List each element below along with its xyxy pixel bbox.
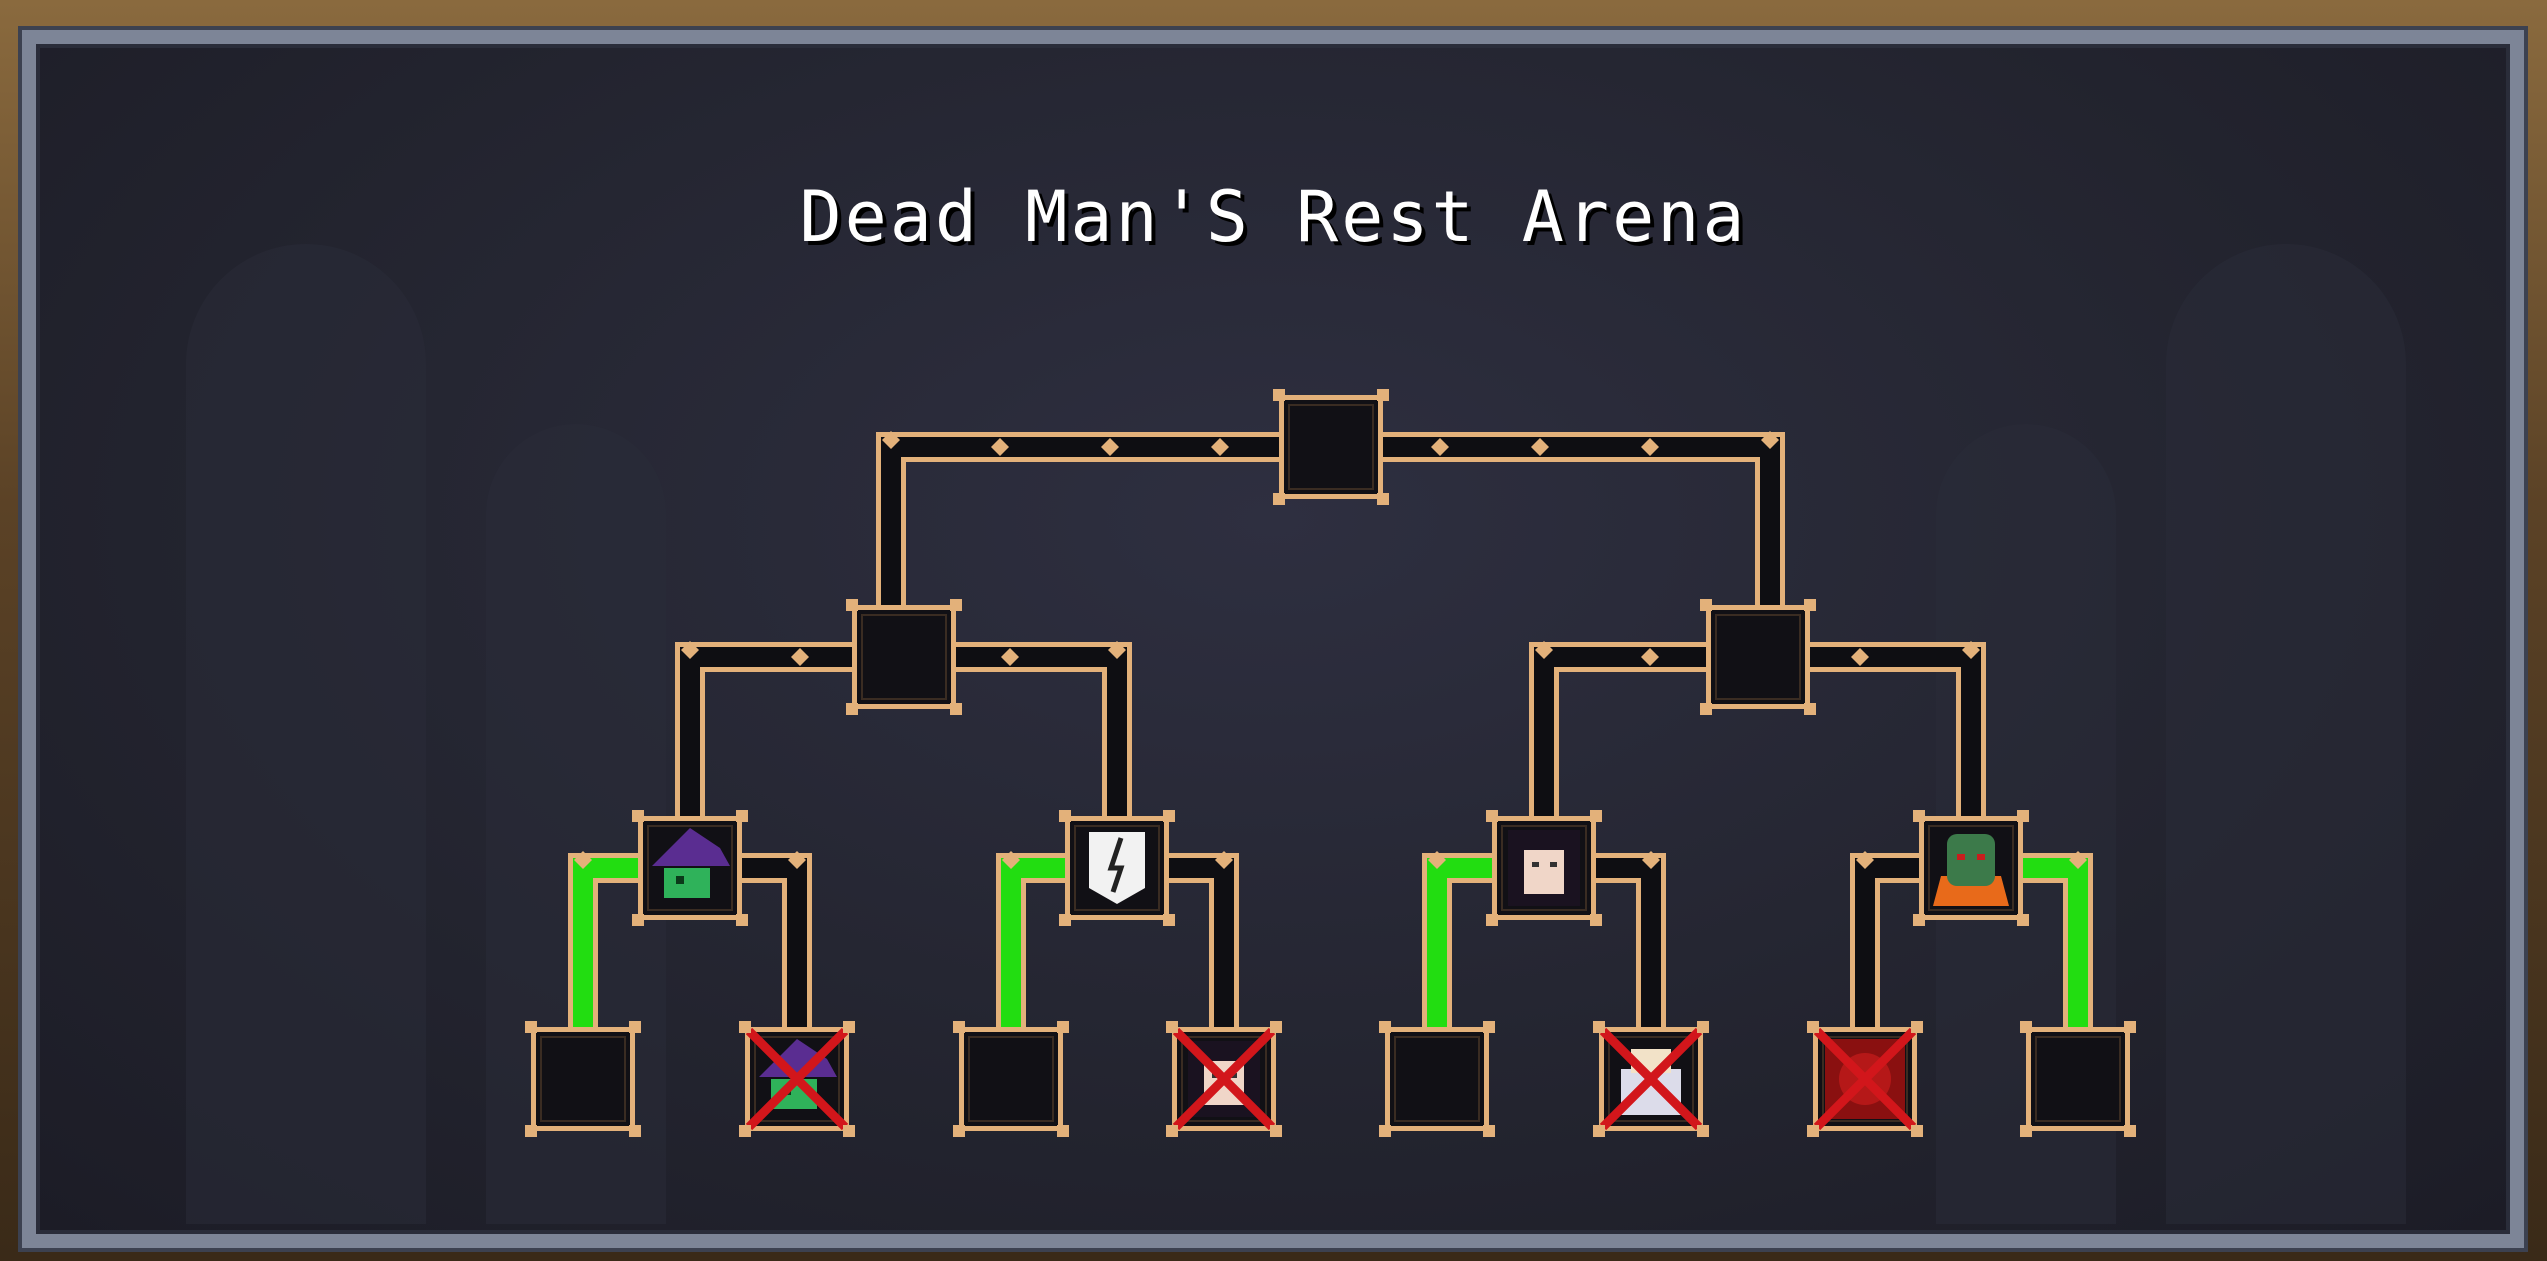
rivet-icon — [1108, 641, 1126, 659]
rivet-icon — [1002, 851, 1020, 869]
quarterfinal-slot[interactable] — [632, 810, 748, 926]
rivet-icon — [1641, 648, 1659, 666]
rivet-icon — [791, 648, 809, 666]
round-of-eight-slot[interactable] — [739, 1021, 855, 1137]
round-of-eight-slot[interactable] — [1166, 1021, 1282, 1137]
arena-title: Dead Man'S Rest Arena — [799, 176, 1748, 258]
eliminated-x-icon — [1172, 1027, 1276, 1131]
rivet-icon — [788, 851, 806, 869]
purple-witch-goblin-icon — [652, 828, 730, 898]
rivet-icon — [882, 431, 900, 449]
rivet-icon — [991, 438, 1009, 456]
dark-haired-girl-icon — [1508, 830, 1580, 906]
round-of-eight-slot[interactable] — [2020, 1021, 2136, 1137]
rivet-icon — [2069, 851, 2087, 869]
rivet-icon — [1642, 851, 1660, 869]
quarterfinal-slot[interactable] — [1059, 810, 1175, 926]
rivet-icon — [1431, 438, 1449, 456]
rivet-icon — [1641, 438, 1659, 456]
rivet-icon — [1962, 641, 1980, 659]
eliminated-x-icon — [745, 1027, 849, 1131]
green-lizard-warrior-icon — [1933, 834, 2009, 906]
eliminated-x-icon — [1599, 1027, 1703, 1131]
final-slot[interactable] — [1273, 389, 1389, 505]
rivet-icon — [1856, 851, 1874, 869]
rivet-icon — [681, 641, 699, 659]
background-arch — [186, 244, 426, 1224]
round-of-eight-slot[interactable] — [525, 1021, 641, 1137]
rivet-icon — [574, 851, 592, 869]
eliminated-x-icon — [1813, 1027, 1917, 1131]
arena-panel — [22, 30, 2524, 1248]
rivet-icon — [1761, 431, 1779, 449]
quarterfinal-slot[interactable] — [1913, 810, 2029, 926]
semifinal-slot[interactable] — [1700, 599, 1816, 715]
rivet-icon — [1101, 438, 1119, 456]
rivet-icon — [1215, 851, 1233, 869]
rivet-icon — [1428, 851, 1446, 869]
rivet-icon — [1211, 438, 1229, 456]
round-of-eight-slot[interactable] — [1593, 1021, 1709, 1137]
background-arch — [2166, 244, 2406, 1224]
semifinal-slot[interactable] — [846, 599, 962, 715]
round-of-eight-slot[interactable] — [1379, 1021, 1495, 1137]
quarterfinal-slot[interactable] — [1486, 810, 1602, 926]
white-banner-icon — [1089, 832, 1145, 904]
round-of-eight-slot[interactable] — [1807, 1021, 1923, 1137]
round-of-eight-slot[interactable] — [953, 1021, 1069, 1137]
rivet-icon — [1535, 641, 1553, 659]
rivet-icon — [1851, 648, 1869, 666]
rivet-icon — [1531, 438, 1549, 456]
rivet-icon — [1001, 648, 1019, 666]
